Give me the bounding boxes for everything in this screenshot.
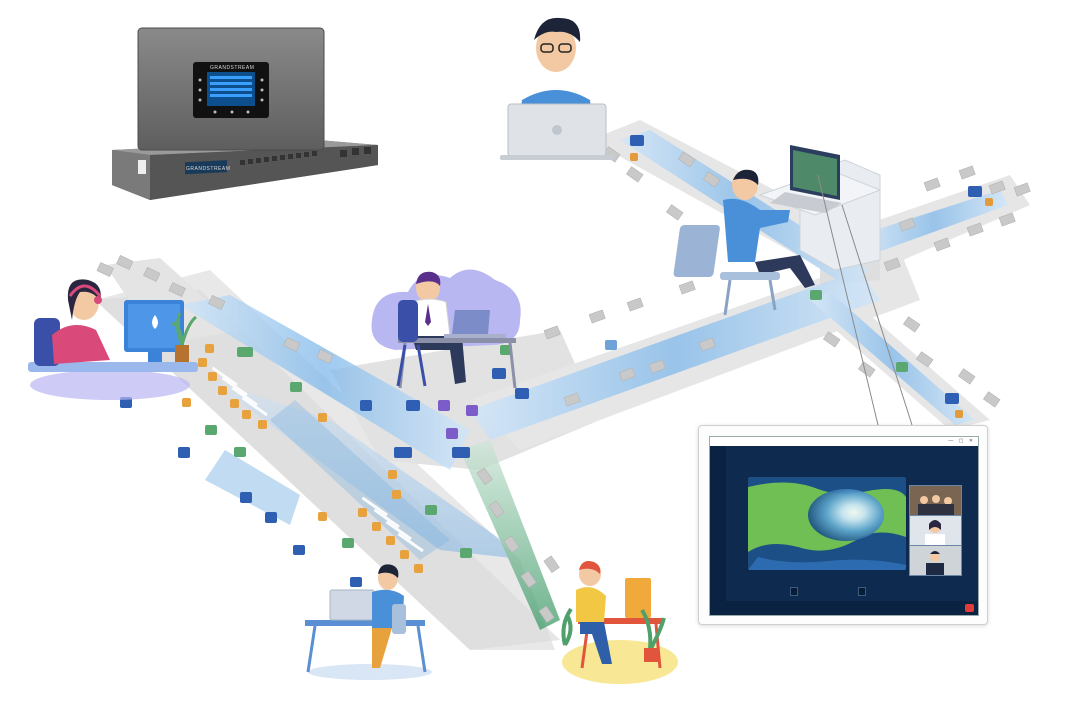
device-unit-brand: GRANDSTREAM xyxy=(186,166,230,172)
laptop-icon xyxy=(500,103,614,160)
laptop-icon xyxy=(444,310,506,338)
participant-tile[interactable] xyxy=(909,545,962,576)
bottom-left-worker xyxy=(305,564,432,680)
laptop-icon xyxy=(770,145,842,213)
end-call-button[interactable] xyxy=(965,604,974,612)
plant-icon xyxy=(171,312,197,362)
ip-pbx-device: GRANDSTREAM GRANDSTREAM xyxy=(112,27,378,200)
camera-button[interactable] xyxy=(818,603,832,613)
more-button[interactable] xyxy=(908,603,922,613)
sidebar-item[interactable] xyxy=(713,490,723,499)
plant-icon xyxy=(561,607,666,662)
meeting-toolbar xyxy=(726,601,978,615)
top-remote-worker xyxy=(500,17,614,160)
monitor-icon xyxy=(625,578,651,618)
video-conference-screen: — ▢ ✕ xyxy=(698,425,988,625)
chair-icon xyxy=(673,225,780,316)
call-center-agent xyxy=(28,279,198,400)
conference-sidebar xyxy=(710,446,726,615)
conference-window: — ▢ ✕ xyxy=(709,436,979,616)
desk-icon xyxy=(305,620,427,673)
sidebar-item[interactable] xyxy=(713,472,723,481)
chair-icon xyxy=(396,300,427,387)
shared-screen-view xyxy=(748,477,906,570)
top-right-worker xyxy=(673,145,882,316)
earth-image xyxy=(748,477,906,570)
window-titlebar: — ▢ ✕ xyxy=(710,437,978,446)
participant-tile[interactable] xyxy=(909,485,962,516)
chair-icon xyxy=(392,604,406,634)
window-controls[interactable]: — ▢ ✕ xyxy=(948,438,975,444)
chat-button[interactable] xyxy=(872,603,886,613)
mic-button[interactable] xyxy=(800,603,814,613)
participants-button[interactable] xyxy=(854,603,868,613)
gate-blocks xyxy=(96,146,1031,624)
share-button[interactable] xyxy=(836,603,850,613)
monitor-icon xyxy=(124,300,184,362)
monitor-icon xyxy=(329,589,375,621)
caption-bubble xyxy=(858,587,866,596)
headset-icon xyxy=(68,284,102,304)
device-panel-brand: GRANDSTREAM xyxy=(210,65,254,71)
record-button[interactable] xyxy=(890,603,904,613)
participant-tile[interactable] xyxy=(909,515,962,546)
bottom-right-worker xyxy=(561,561,678,684)
sidebar-item[interactable] xyxy=(713,454,723,463)
sidebar-item[interactable] xyxy=(713,508,723,517)
center-office-worker xyxy=(371,269,521,389)
caption-bubble xyxy=(790,587,798,596)
zoom-callout-lines xyxy=(817,174,913,426)
